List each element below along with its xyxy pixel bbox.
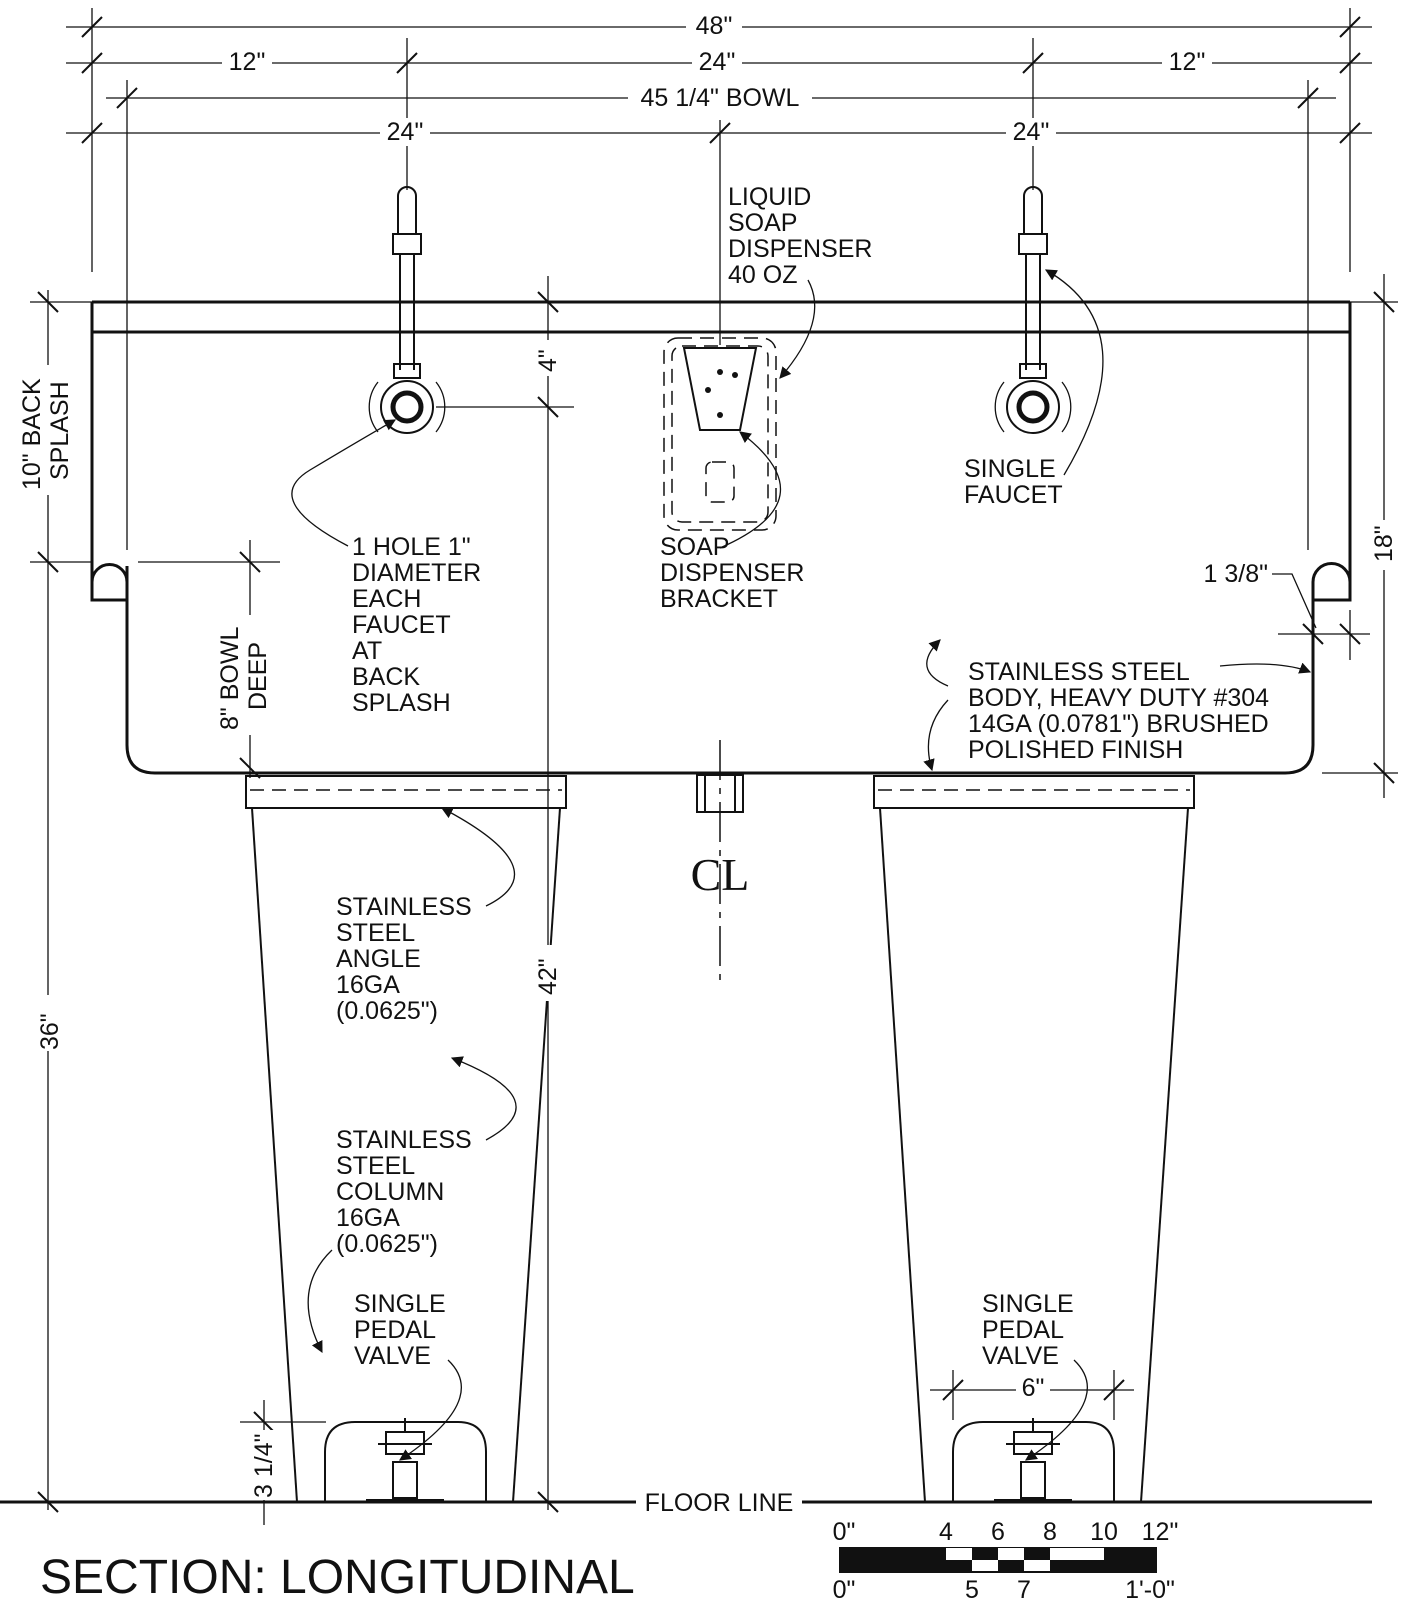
svg-text:PEDAL: PEDAL bbox=[354, 1316, 436, 1344]
callout-angle-spec: STAINLESS STEEL ANGLE 16GA (0.0625") bbox=[336, 893, 472, 1025]
column-right bbox=[873, 775, 1195, 1503]
callout-pedal-left: SINGLE PEDAL VALVE bbox=[354, 1290, 446, 1370]
callout-pedal-right: SINGLE PEDAL VALVE bbox=[982, 1290, 1074, 1370]
svg-text:40 OZ: 40 OZ bbox=[728, 261, 797, 289]
svg-text:14GA (0.0781") BRUSHED: 14GA (0.0781") BRUSHED bbox=[968, 710, 1269, 738]
svg-text:BACK: BACK bbox=[352, 663, 420, 691]
floor-line: FLOOR LINE bbox=[0, 1489, 1372, 1517]
svg-text:BODY, HEAVY DUTY #304: BODY, HEAVY DUTY #304 bbox=[968, 684, 1269, 712]
dim-faucet-height: 4" bbox=[534, 349, 562, 372]
callout-column-spec: STAINLESS STEEL COLUMN 16GA (0.0625") bbox=[336, 1126, 472, 1258]
dim-bowl-length: 45 1/4" BOWL bbox=[641, 84, 800, 112]
svg-text:16GA: 16GA bbox=[336, 1204, 400, 1232]
dim-rim-height: 36" bbox=[36, 1013, 64, 1050]
svg-text:(0.0625"): (0.0625") bbox=[336, 1230, 438, 1258]
svg-text:COLUMN: COLUMN bbox=[336, 1178, 444, 1206]
svg-text:SPLASH: SPLASH bbox=[352, 689, 451, 717]
drawing-title: SECTION: LONGITUDINAL bbox=[40, 1551, 635, 1600]
dim-center-span: 24" bbox=[699, 48, 736, 76]
svg-text:FAUCET: FAUCET bbox=[964, 481, 1063, 509]
dim-bowl-deep-line2: DEEP bbox=[244, 642, 272, 710]
centerline-symbol: CL bbox=[691, 849, 750, 900]
floor-line-label: FLOOR LINE bbox=[645, 1489, 794, 1517]
column-left bbox=[245, 775, 567, 1503]
svg-text:STAINLESS: STAINLESS bbox=[336, 1126, 472, 1154]
sink-body: CL bbox=[90, 300, 1352, 988]
svg-text:VALVE: VALVE bbox=[354, 1342, 431, 1370]
callout-faucet-hole: 1 HOLE 1" DIAMETER EACH FAUCET AT BACK S… bbox=[352, 533, 481, 717]
svg-text:STEEL: STEEL bbox=[336, 1152, 415, 1180]
scale-top-8: 8 bbox=[1043, 1518, 1057, 1546]
dim-back-splash-line1: 10" BACK bbox=[18, 378, 46, 490]
faucet-left bbox=[368, 186, 446, 434]
svg-text:VALVE: VALVE bbox=[982, 1342, 1059, 1370]
scale-bar: 0" 4 6 8 10 12" 0" 5 7 1'-0" bbox=[833, 1518, 1179, 1600]
svg-text:SINGLE: SINGLE bbox=[982, 1290, 1074, 1318]
svg-text:DISPENSER: DISPENSER bbox=[728, 235, 872, 263]
scale-bottom-1ft: 1'-0" bbox=[1125, 1576, 1175, 1600]
svg-text:16GA: 16GA bbox=[336, 971, 400, 999]
dim-left-offset: 12" bbox=[229, 48, 266, 76]
svg-text:PEDAL: PEDAL bbox=[982, 1316, 1064, 1344]
svg-text:DISPENSER: DISPENSER bbox=[660, 559, 804, 587]
dim-overall-height: 42" bbox=[534, 958, 562, 995]
callout-liquid-soap: LIQUID SOAP DISPENSER 40 OZ bbox=[728, 183, 872, 289]
svg-text:ANGLE: ANGLE bbox=[336, 945, 421, 973]
scale-bottom-0: 0" bbox=[833, 1576, 856, 1600]
callout-soap-bracket: SOAP DISPENSER BRACKET bbox=[660, 533, 804, 613]
svg-text:POLISHED FINISH: POLISHED FINISH bbox=[968, 736, 1183, 764]
svg-text:STEEL: STEEL bbox=[336, 919, 415, 947]
dim-front-height: 18" bbox=[1370, 525, 1398, 562]
callout-body-spec: STAINLESS STEEL BODY, HEAVY DUTY #304 14… bbox=[968, 658, 1269, 764]
side-dimensions: 10" BACK SPLASH 36" 8" BOWL DEEP 4" 42" … bbox=[10, 274, 1400, 1525]
dim-right-offset: 12" bbox=[1169, 48, 1206, 76]
dim-back-splash-line2: SPLASH bbox=[46, 381, 74, 480]
svg-text:(0.0625"): (0.0625") bbox=[336, 997, 438, 1025]
dim-right-span: 24" bbox=[1013, 118, 1050, 146]
svg-text:SINGLE: SINGLE bbox=[354, 1290, 446, 1318]
scale-top-4: 4 bbox=[939, 1518, 953, 1546]
svg-text:EACH: EACH bbox=[352, 585, 421, 613]
scale-top-12: 12" bbox=[1142, 1518, 1179, 1546]
dim-pedal-width: 6" bbox=[1022, 1374, 1045, 1402]
svg-text:DIAMETER: DIAMETER bbox=[352, 559, 481, 587]
dim-pedal-height: 3 1/4" bbox=[250, 1434, 278, 1498]
callout-leaders bbox=[291, 269, 1312, 1461]
faucet-right bbox=[994, 186, 1072, 434]
svg-text:LIQUID: LIQUID bbox=[728, 183, 811, 211]
dim-overall-width: 48" bbox=[696, 12, 733, 40]
dim-bowl-deep-line1: 8" BOWL bbox=[216, 627, 244, 730]
scale-top-6: 6 bbox=[991, 1518, 1005, 1546]
svg-text:BRACKET: BRACKET bbox=[660, 585, 778, 613]
dim-radius: 1 3/8" bbox=[1204, 560, 1268, 588]
scale-bottom-7: 7 bbox=[1017, 1576, 1031, 1600]
scale-top-10: 10 bbox=[1090, 1518, 1118, 1546]
svg-text:FAUCET: FAUCET bbox=[352, 611, 451, 639]
top-dimensions: 48" 12" 24" 12" 45 1/4" BOWL 24" 24" bbox=[66, 8, 1372, 550]
svg-text:SOAP: SOAP bbox=[660, 533, 729, 561]
svg-text:1 HOLE 1": 1 HOLE 1" bbox=[352, 533, 471, 561]
scale-top-0: 0" bbox=[833, 1518, 856, 1546]
svg-text:STAINLESS: STAINLESS bbox=[336, 893, 472, 921]
svg-text:STAINLESS STEEL: STAINLESS STEEL bbox=[968, 658, 1190, 686]
svg-text:AT: AT bbox=[352, 637, 382, 665]
callout-single-faucet: SINGLE FAUCET bbox=[964, 455, 1063, 509]
dim-left-span: 24" bbox=[387, 118, 424, 146]
soap-dispenser bbox=[663, 337, 777, 531]
scale-bottom-5: 5 bbox=[965, 1576, 979, 1600]
svg-text:SINGLE: SINGLE bbox=[964, 455, 1056, 483]
svg-text:SOAP: SOAP bbox=[728, 209, 797, 237]
